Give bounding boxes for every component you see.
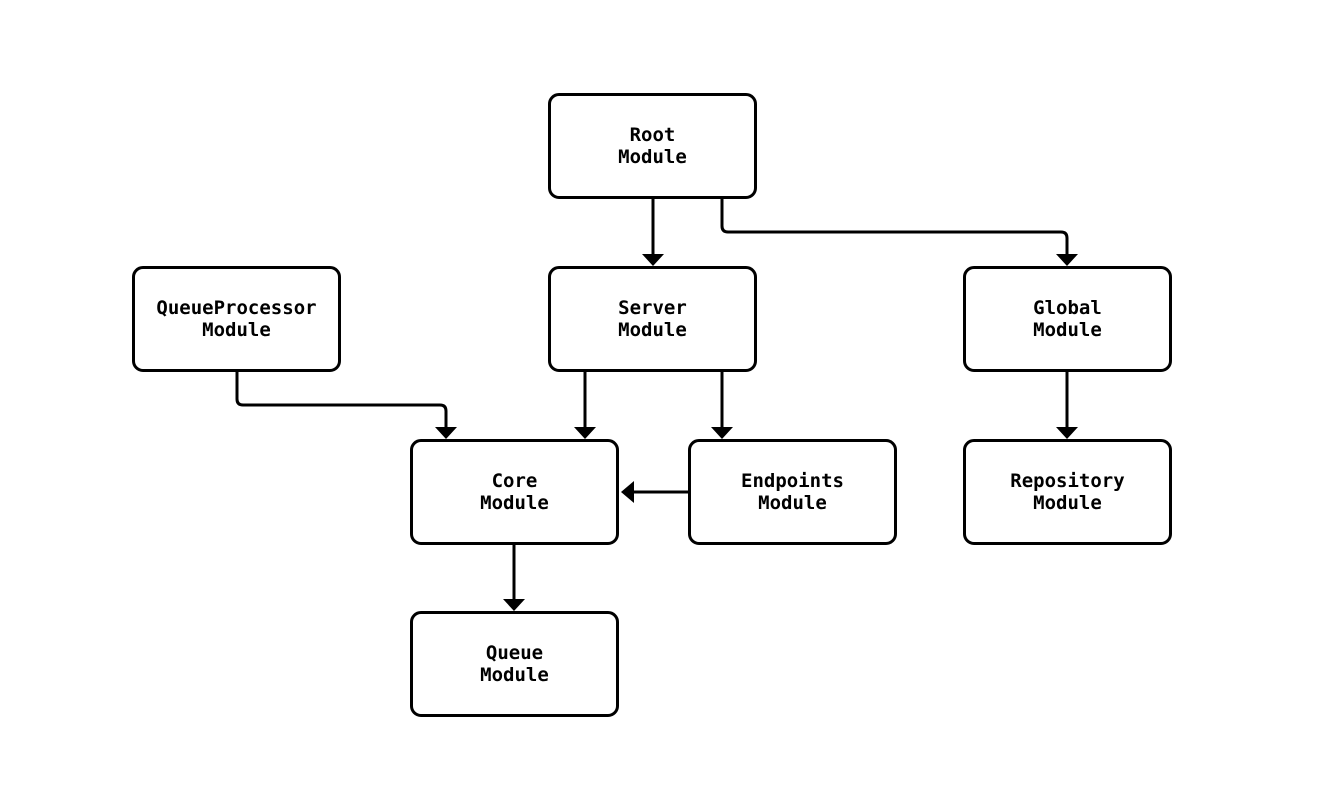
arrowhead-down-icon (1056, 254, 1078, 266)
node-queueprocessor-module: QueueProcessor Module (132, 266, 341, 372)
edge-server-to-endpoints (711, 372, 733, 439)
arrowhead-left-icon (621, 481, 634, 503)
node-root-module-label: Root Module (618, 124, 687, 168)
node-queue-module: Queue Module (410, 611, 619, 717)
node-queue-module-label: Queue Module (480, 642, 549, 686)
node-global-module-label: Global Module (1033, 297, 1102, 341)
arrowhead-down-icon (435, 427, 457, 439)
node-core-module-label: Core Module (480, 470, 549, 514)
node-repository-module-label: Repository Module (1010, 470, 1125, 514)
node-global-module: Global Module (963, 266, 1172, 372)
arrowhead-down-icon (711, 427, 733, 439)
node-queueprocessor-module-label: QueueProcessor Module (156, 297, 317, 341)
node-core-module: Core Module (410, 439, 619, 545)
node-server-module: Server Module (548, 266, 757, 372)
node-root-module: Root Module (548, 93, 757, 199)
node-repository-module: Repository Module (963, 439, 1172, 545)
arrowhead-down-icon (642, 254, 664, 266)
arrowhead-down-icon (1056, 427, 1078, 439)
edge-root-to-global (720, 198, 1078, 266)
arrowhead-down-icon (574, 427, 596, 439)
node-server-module-label: Server Module (618, 297, 687, 341)
arrowhead-down-icon (503, 599, 525, 611)
edge-root-to-server (642, 198, 664, 266)
node-endpoints-module-label: Endpoints Module (741, 470, 844, 514)
edge-server-to-core (574, 372, 596, 439)
edge-global-to-repository (1056, 372, 1078, 439)
edge-endpoints-to-core (621, 481, 688, 503)
edge-queueprocessor-to-core (235, 372, 457, 439)
node-endpoints-module: Endpoints Module (688, 439, 897, 545)
edge-core-to-queue (503, 545, 525, 611)
